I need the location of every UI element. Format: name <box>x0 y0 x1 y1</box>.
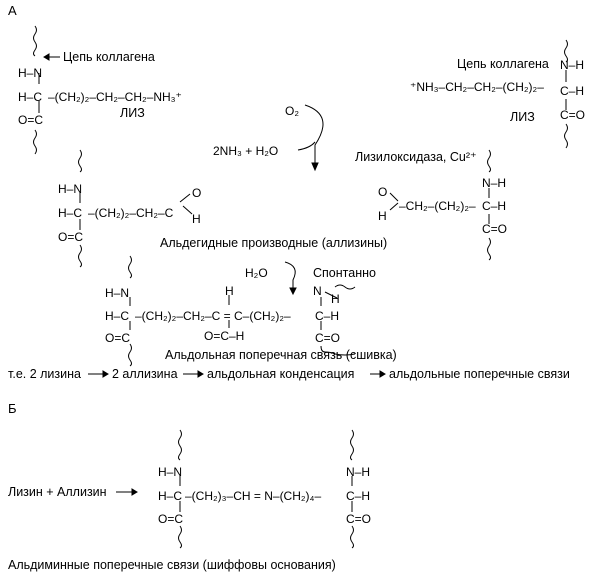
co-right-1: C=O <box>560 108 586 122</box>
hc-left-2: H–C <box>58 206 83 220</box>
hc-left-3: H–C <box>105 309 130 323</box>
chain-wiggle <box>33 25 37 57</box>
co-right-2: C=O <box>482 222 508 236</box>
o2-label: O₂ <box>285 104 299 118</box>
summary-two-lysines: т.е. 2 лизина <box>8 367 81 381</box>
nh-right-2: N–H <box>482 176 507 190</box>
lys-left-label: ЛИЗ <box>120 106 145 120</box>
hn-left-2: H–N <box>58 182 83 196</box>
aldol-chain: –(CH₂)₂–CH₂–C = C–(CH₂)₂– <box>135 309 291 323</box>
enzyme-label: Лизилоксидаза, Cu²⁺ <box>355 150 477 164</box>
ch-right-b: C–H <box>346 489 371 503</box>
oc-left-1: O=C <box>18 113 44 127</box>
ch-right-3: C–H <box>315 309 340 323</box>
lysine-chain-right: ⁺NH₃–CH₂–CH₂–(CH₂)₂– <box>410 80 544 94</box>
nh-right-1: N–H <box>560 58 585 72</box>
hc-left-b: H–C <box>158 489 183 503</box>
aldehyde-left-h: H <box>192 212 201 226</box>
summary-two-allysines: 2 аллизина <box>112 367 178 381</box>
aldol-caption: Альдольная поперечная связь (сшивка) <box>165 348 397 362</box>
aldehyde-left-o: O <box>192 186 202 200</box>
co-right-3: C=O <box>315 331 341 345</box>
h2o-label: H₂O <box>245 266 268 280</box>
aldol-n: N <box>313 284 322 298</box>
hc-left-1: H–C <box>18 90 43 104</box>
oc-left-b: O=C <box>158 512 184 526</box>
aldehyde-caption: Альдегидные производные (аллизины) <box>160 236 388 250</box>
co-right-b: C=O <box>346 512 372 526</box>
panel-b-label: Б <box>8 401 17 416</box>
panel-a-label: А <box>8 3 17 18</box>
nh3-h2o-label: 2NH₃ + H₂O <box>213 144 279 158</box>
summary-aldol-condensation: альдольная конденсация <box>207 367 355 381</box>
collagen-chain-right-label: Цепь коллагена <box>457 57 549 71</box>
reactants-label: Лизин + Аллизин <box>8 485 107 499</box>
chain-wiggle <box>564 123 568 149</box>
hn-left-b: H–N <box>158 465 183 479</box>
chain-wiggle <box>33 129 37 155</box>
spontaneous-label: Спонтанно <box>313 266 376 280</box>
aldehyde-right-h: H <box>378 209 387 223</box>
aldehyde-right-o: O <box>378 185 388 199</box>
aldol-nh-h: H <box>331 292 340 306</box>
lysine-chain-left: –(CH₂)₂–CH₂–CH₂–NH₃⁺ <box>48 90 182 104</box>
hn-left-3: H–N <box>105 286 130 300</box>
aldimine-caption: Альдиминные поперечные связи (шиффовы ос… <box>8 558 336 572</box>
summary-aldol-crosslinks: альдольные поперечные связи <box>389 367 570 381</box>
aldehyde-left-chain: –(CH₂)₂–CH₂–C <box>88 206 174 220</box>
aldol-o-ch: O=C–H <box>204 329 245 343</box>
collagen-chain-left-label: Цепь коллагена <box>63 50 155 64</box>
aldehyde-right-chain: –CH₂–(CH₂)₂– <box>399 199 476 213</box>
aldimine-chain: –(CH₂)₃–CH = N–(CH₂)₄– <box>185 489 322 503</box>
lys-right-label: ЛИЗ <box>510 110 535 124</box>
nh-right-b: N–H <box>346 465 371 479</box>
oc-left-3: O=C <box>105 331 131 345</box>
ch-right-1: C–H <box>560 84 585 98</box>
chain-wiggle <box>564 39 568 63</box>
oc-left-2: O=C <box>58 230 84 244</box>
aldol-h: H <box>225 284 234 298</box>
ch-right-2: C–H <box>482 199 507 213</box>
hn-left-1: H–N <box>18 66 43 80</box>
